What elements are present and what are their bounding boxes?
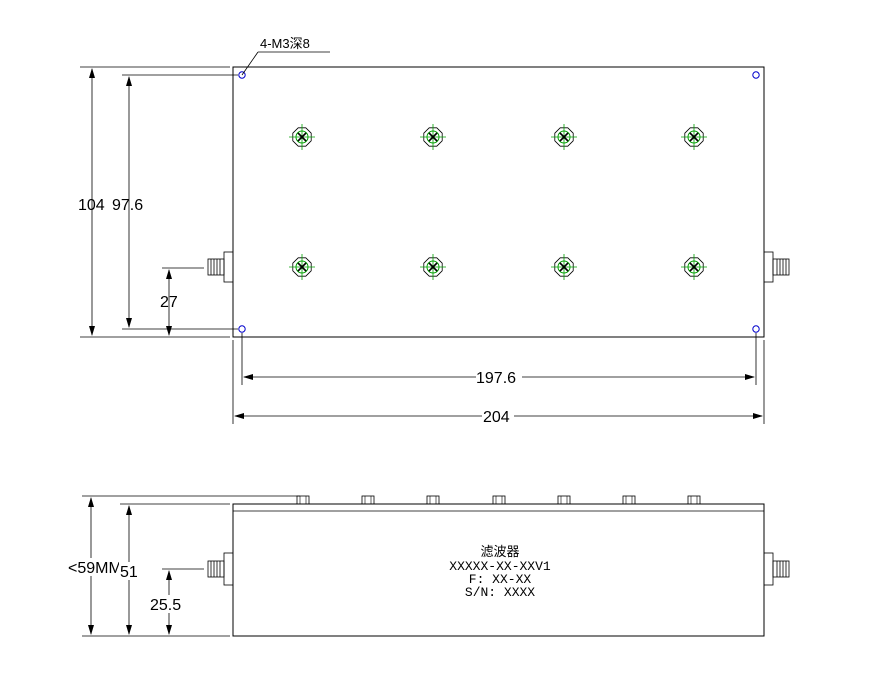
tuning-screw-icon [289, 254, 315, 280]
dim-51: 51 [120, 564, 138, 581]
connector-left-icon [207, 251, 234, 283]
side-view: 滤波器 XXXXX-XX-XXV1 F: XX-XX S/N: XXXX <59… [68, 495, 790, 637]
label-line-3: F: XX-XX [469, 572, 532, 587]
screw-head-icon [361, 495, 375, 505]
hole-note: 4-M3深8 [260, 36, 310, 51]
tuning-screw-icon [551, 124, 577, 150]
tuning-screw-icon [681, 124, 707, 150]
tuning-screw-icon [681, 254, 707, 280]
dim-97-6: 97.6 [112, 197, 143, 214]
mount-holes [238, 71, 760, 333]
mount-hole [238, 71, 246, 79]
tuning-screw-icon [420, 254, 446, 280]
dim-204: 204 [483, 409, 510, 426]
mount-hole [238, 325, 246, 333]
label-line-1: 滤波器 [480, 544, 519, 559]
dim-27: 27 [160, 294, 178, 311]
dim-104: 104 [78, 197, 105, 214]
label-line-2: XXXXX-XX-XXV1 [449, 559, 551, 574]
tuning-screw-icon [420, 124, 446, 150]
label-line-4: S/N: XXXX [465, 585, 535, 600]
mount-hole [752, 325, 760, 333]
side-screw-heads [296, 495, 701, 505]
top-view: 4-M3深8 104 97.6 [78, 36, 790, 426]
screw-head-icon [622, 495, 636, 505]
screw-head-icon [296, 495, 310, 505]
dim-197-6: 197.6 [476, 370, 516, 387]
screw-head-icon [687, 495, 701, 505]
mount-hole [752, 71, 760, 79]
screw-head-icon [426, 495, 440, 505]
screw-head-icon [492, 495, 506, 505]
dim-59mm: <59MM [68, 560, 122, 577]
connector-right-side-icon [763, 552, 790, 586]
tuning-screw-icon [289, 124, 315, 150]
screw-head-icon [557, 495, 571, 505]
tuning-screws [289, 124, 707, 280]
dim-25-5: 25.5 [150, 597, 181, 614]
connector-left-side-icon [207, 552, 234, 586]
tuning-screw-icon [551, 254, 577, 280]
filter-body-top [232, 66, 765, 338]
connector-right-icon [763, 251, 790, 283]
